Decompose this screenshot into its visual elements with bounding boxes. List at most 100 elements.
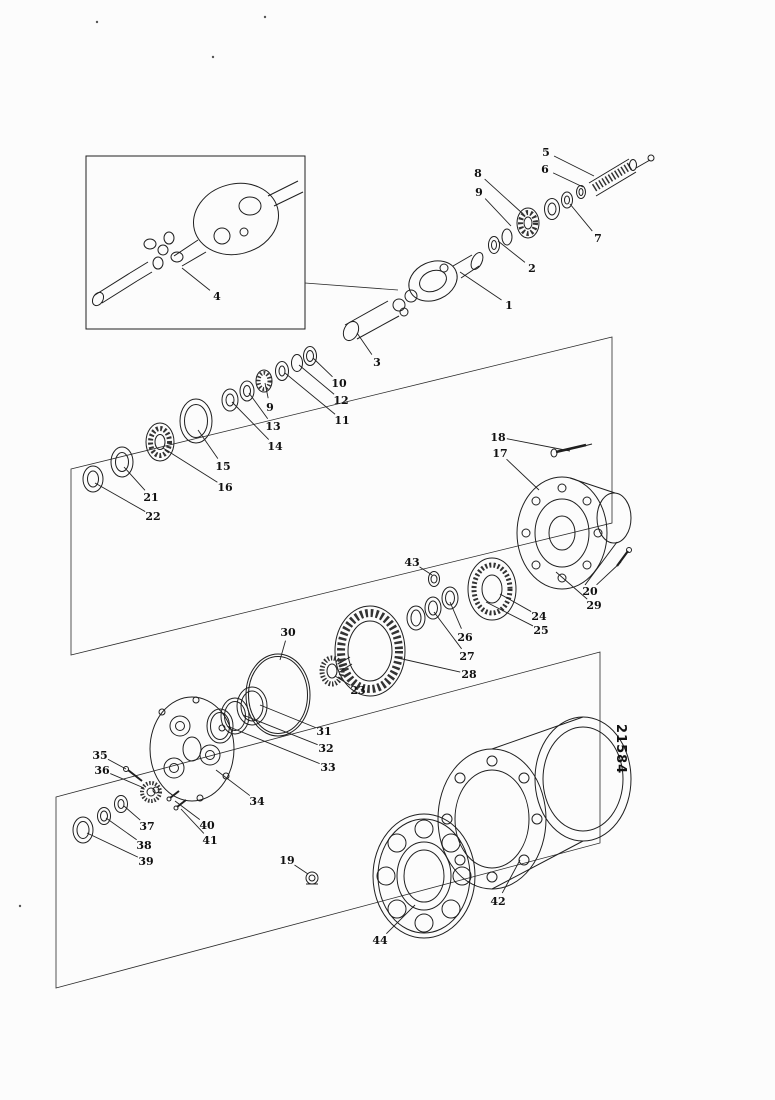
callout-leader-38 [105,817,137,841]
callout-leader-35 [107,758,127,770]
callout-leader-5 [553,155,595,177]
bearing-cup-15 [179,398,213,444]
axle-tube-stub [91,272,138,307]
callout-leader-8 [484,178,523,214]
drive-shaft-assembly [342,154,655,342]
pinion-36 [140,781,162,803]
ring-11 [275,361,289,381]
panel-outline-upper [70,336,613,656]
hub-stud-18 [550,443,593,458]
joint-housing [408,260,458,302]
callout-leader-26 [449,601,462,629]
callout-label-9: 9 [266,401,274,414]
bearing-seal-series [82,346,317,493]
callout-label-25: 25 [533,624,548,637]
callout-leader-1 [459,271,502,301]
callout-leader-24 [499,593,532,612]
ring-14 [221,388,239,412]
panel-outline-lower [55,651,601,989]
callout-label-21: 21 [143,491,158,504]
pin-40 [166,790,180,802]
carrier-assembly [72,696,319,885]
callout-leader-41 [180,808,205,834]
callout-leader-3 [356,332,373,355]
callout-leader-33 [226,725,320,765]
wheel-flange [372,813,476,939]
callout-leader-15 [197,429,219,459]
flange-bolt-holes [376,819,472,933]
callout-leader-27 [433,611,462,650]
callout-label-37: 37 [139,820,154,833]
callout-leader-7 [569,203,593,232]
callout-leader-23 [334,675,351,686]
callout-label-34: 34 [249,795,265,808]
callout-label-19: 19 [279,854,294,867]
callout-label-38: 38 [136,839,152,852]
callout-label-31: 31 [316,725,331,738]
callout-leader-6 [552,172,584,188]
callout-label-15: 15 [215,460,230,473]
bearing-9 [255,369,273,393]
callout-leader-2 [497,240,526,263]
callout-label-39: 39 [138,855,153,868]
callout-label-30: 30 [280,626,296,639]
callout-leader-19 [294,864,309,875]
callout-label-7: 7 [594,232,602,245]
callout-label-18: 18 [490,431,506,444]
callout-label-43: 43 [404,556,419,569]
washer-43 [428,571,440,587]
callout-leader-32 [242,714,318,746]
callout-leader-22 [94,482,146,512]
callout-label-33: 33 [320,761,335,774]
callout-leader-18 [506,438,571,452]
callout-leader-40 [174,800,201,820]
callout-label-17: 17 [492,447,507,460]
callout-leader-17 [506,458,540,491]
callout-leader-9 [484,198,512,227]
callout-leader-21 [123,466,146,491]
inset-reference-line [304,282,399,291]
figure-number: 21584 [613,724,628,774]
snap-ring [501,228,513,246]
callout-label-3: 3 [373,356,381,369]
internal-gear-28 [334,605,406,697]
callout-leader-14 [231,401,270,440]
washer-ring [406,605,426,631]
callout-label-13: 13 [265,420,280,433]
callout-label-23: 23 [350,684,365,697]
scan-specks [18,15,267,908]
callout-label-28: 28 [461,668,477,681]
ring-13 [239,380,255,402]
callout-label-36: 36 [94,764,110,777]
callout-leader-44 [386,904,416,934]
bearing-cone-16 [145,422,175,462]
callout-label-27: 27 [459,650,474,663]
callout-label-22: 22 [145,510,160,523]
callout-leader-36 [110,773,145,789]
shaft-ring [544,198,560,220]
callout-label-42: 42 [490,895,505,908]
u-joint-cross [392,289,418,317]
ring-gear-bearing-24-25 [467,557,517,621]
ring-12 [291,354,303,372]
callout-label-4: 4 [213,290,221,303]
callout-leader-28 [397,657,461,673]
callout-label-1: 1 [505,299,513,312]
splined-shaft-end [588,154,655,197]
seal-21 [110,446,134,478]
inset-detail-box [85,155,306,330]
planetary-gear-set [206,557,517,744]
callout-leader-30 [279,640,286,661]
callout-leader-11 [284,372,336,415]
universal-joint-cross [129,231,184,282]
callout-leader-12 [298,364,335,395]
callout-leader-10 [312,357,333,378]
hub-bolt-holes [521,483,603,583]
ring-22 [82,465,104,493]
ring-10 [303,346,317,366]
callout-leader-16 [162,447,218,483]
callout-label-11: 11 [334,414,349,427]
callouts-layer: 5689721341012119131415162122181743202924… [86,146,622,947]
